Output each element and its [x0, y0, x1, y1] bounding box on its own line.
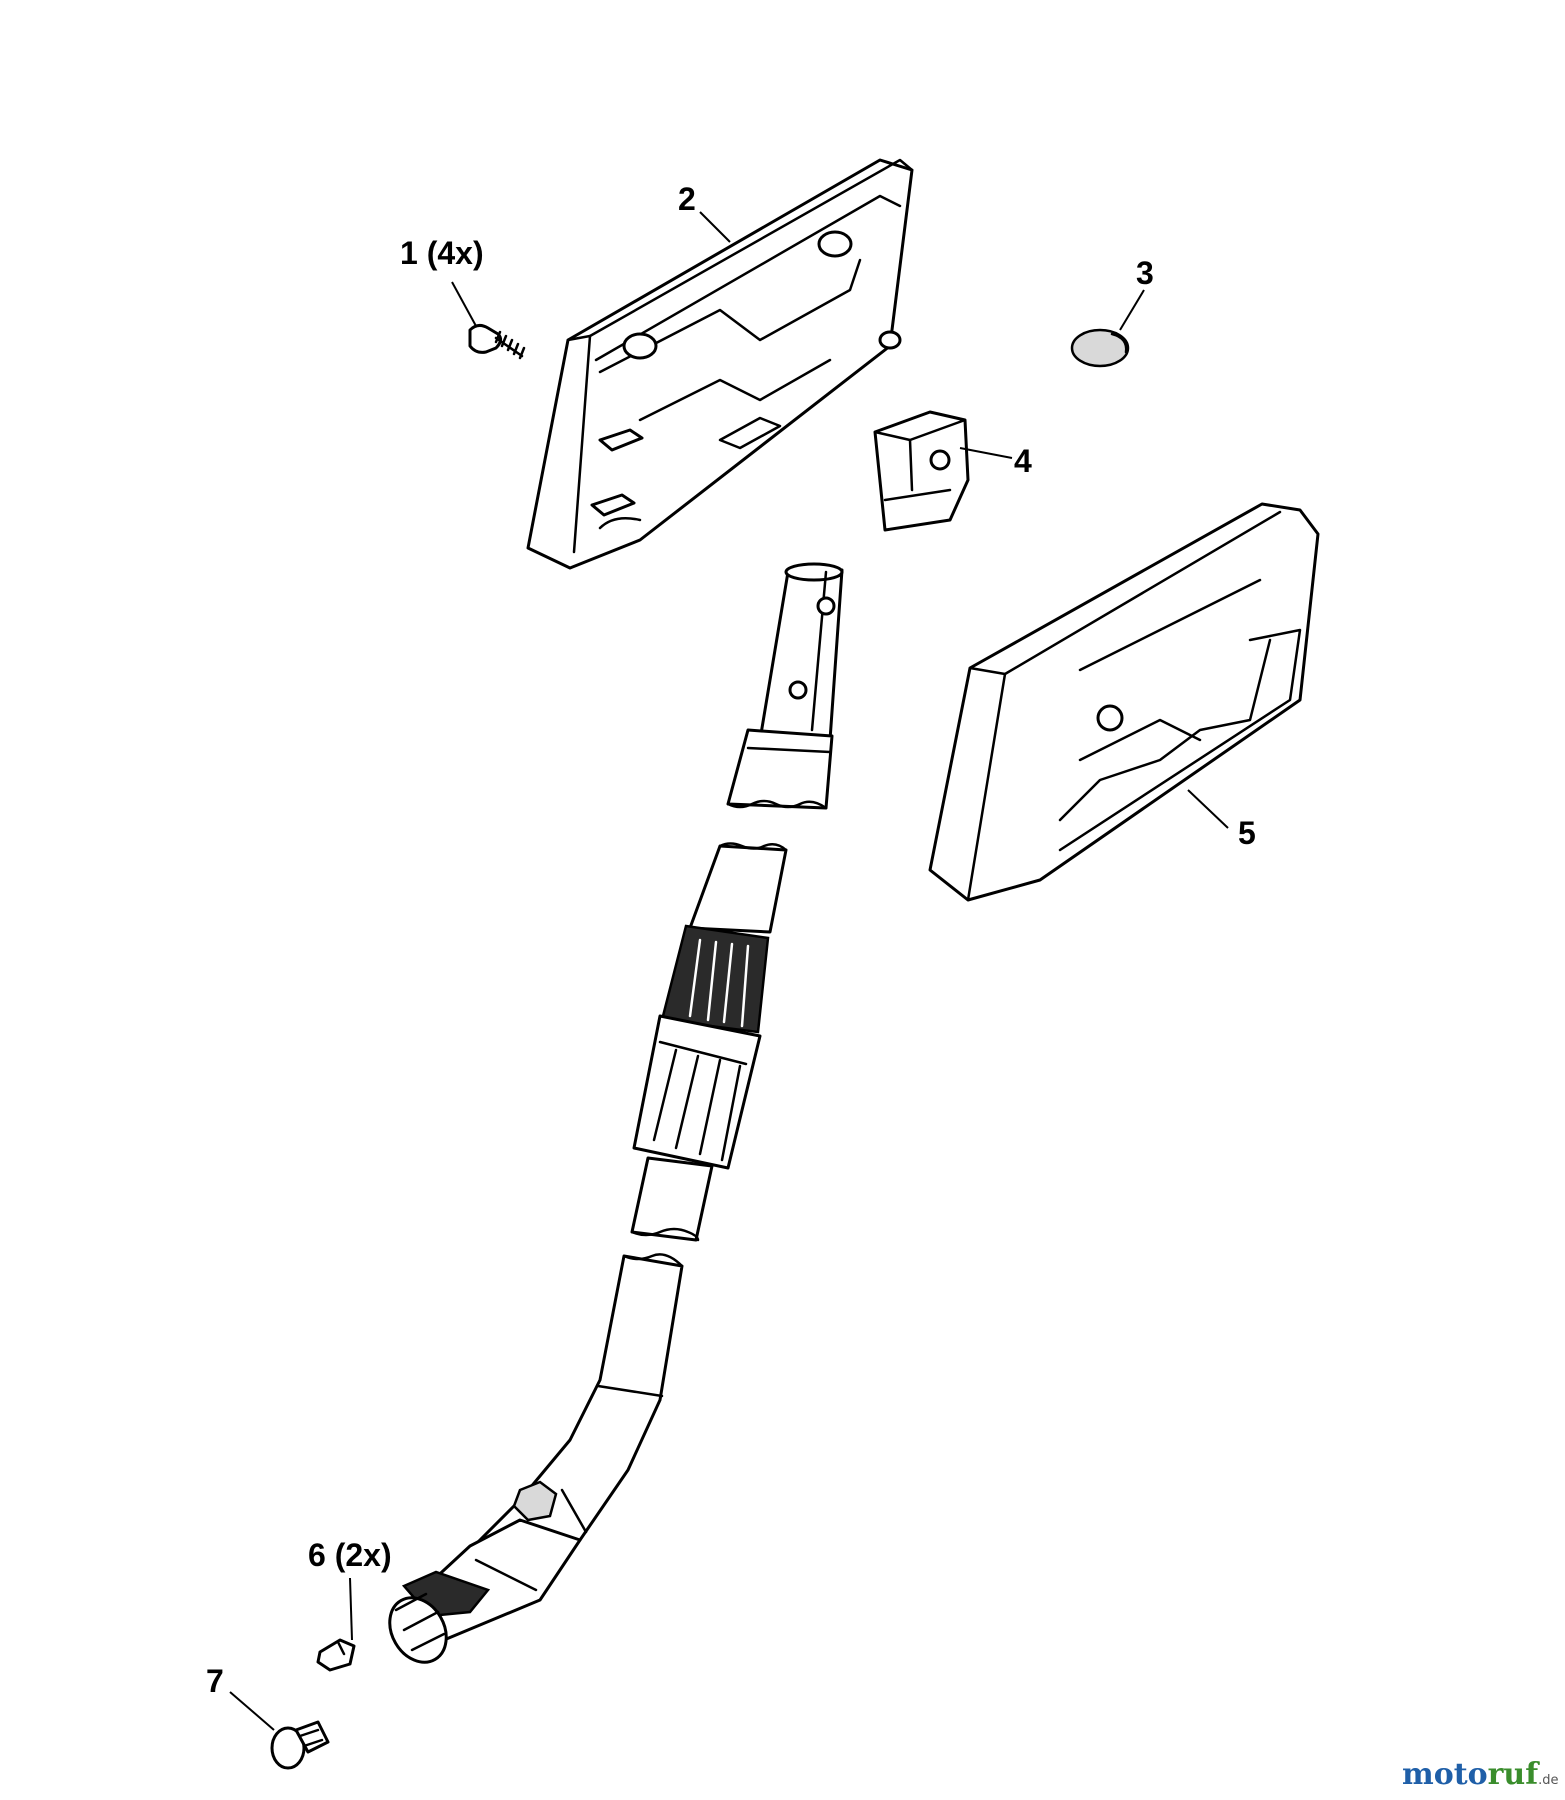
leader-5	[1187, 789, 1229, 829]
leader-3	[1119, 289, 1145, 331]
part-1-screw	[468, 323, 526, 360]
part-7-end-plug	[270, 1720, 330, 1770]
callout-4: 4	[1014, 443, 1032, 479]
watermark-part1: moto	[1402, 1757, 1488, 1792]
leader-lines	[229, 211, 1229, 1731]
leader-2	[699, 211, 731, 243]
callout-labels: 1 (4x) 2 3 4 5 6 (2x) 7	[206, 181, 1256, 1699]
part-4-switch-block	[873, 410, 970, 532]
callout-2: 2	[678, 181, 696, 217]
watermark-logo: motoruf.de	[1402, 1757, 1559, 1792]
leader-4	[959, 447, 1013, 459]
leader-6	[349, 1577, 353, 1641]
watermark-part2: ruf	[1488, 1757, 1541, 1792]
watermark-suffix: .de	[1538, 1773, 1558, 1788]
callout-6: 6 (2x)	[308, 1537, 392, 1573]
svg-text:motoruf.de: motoruf.de	[1402, 1757, 1559, 1792]
tube-lower-section	[388, 1253, 684, 1664]
tube-upper-section	[726, 562, 844, 810]
callout-5: 5	[1238, 815, 1256, 851]
part-2-housing-rear	[526, 158, 914, 570]
leader-7	[229, 1691, 275, 1731]
part-6-clip	[316, 1638, 356, 1672]
tube-middle-section	[630, 842, 788, 1242]
leader-1	[451, 281, 477, 327]
part-5-housing-front	[928, 502, 1320, 902]
callout-1: 1 (4x)	[400, 235, 484, 271]
callout-3: 3	[1136, 255, 1154, 291]
part-3-cap	[1070, 328, 1130, 368]
callout-7: 7	[206, 1663, 224, 1699]
